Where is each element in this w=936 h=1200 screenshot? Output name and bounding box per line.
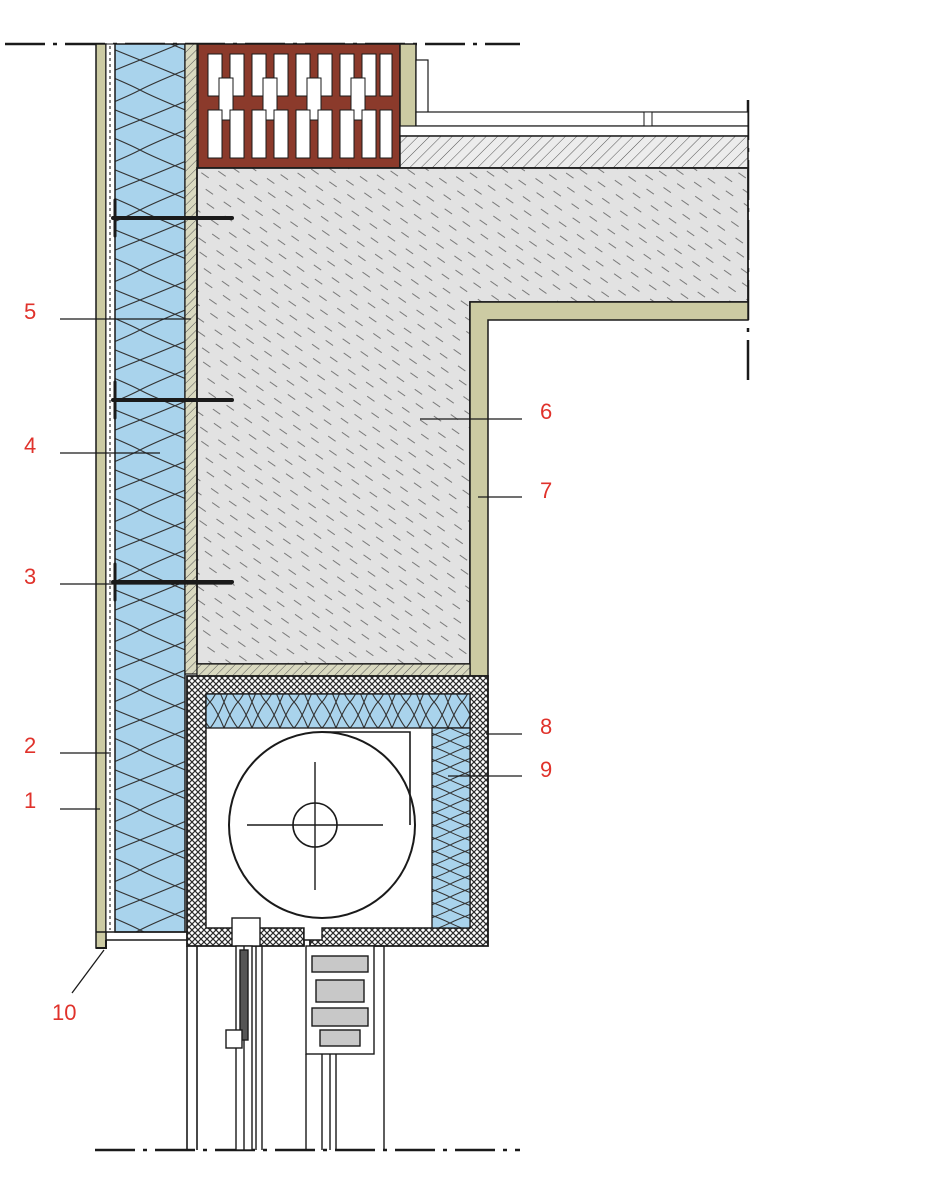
adhesive-layer [184,43,198,675]
shutter-guide-rail [225,917,263,1151]
external-render [95,43,116,949]
callout-10: 10 [52,1000,76,1025]
insulation-anchors [111,198,234,602]
callout-5: 5 [24,299,36,324]
window-frame-profile [305,945,385,1150]
callout-3: 3 [24,564,36,589]
callout-labels: 1 2 3 4 5 6 7 8 9 10 [24,299,552,1025]
callout-6: 6 [540,399,552,424]
window-reveal [96,931,198,1150]
callout-1: 1 [24,788,36,813]
slab-underside-layer [196,663,471,677]
callout-4: 4 [24,433,36,458]
corner-profile [96,940,107,949]
interior-plaster [469,301,749,677]
callout-9: 9 [540,757,552,782]
box-insulation-side [431,727,471,929]
leader-lines [60,318,522,994]
brick-masonry [197,43,401,169]
roller-drum [228,731,416,919]
box-insulation-top [205,693,471,729]
callout-7: 7 [540,478,552,503]
thermal-insulation [114,43,186,933]
floor-buildup [399,43,749,169]
callout-8: 8 [540,714,552,739]
callout-2: 2 [24,733,36,758]
